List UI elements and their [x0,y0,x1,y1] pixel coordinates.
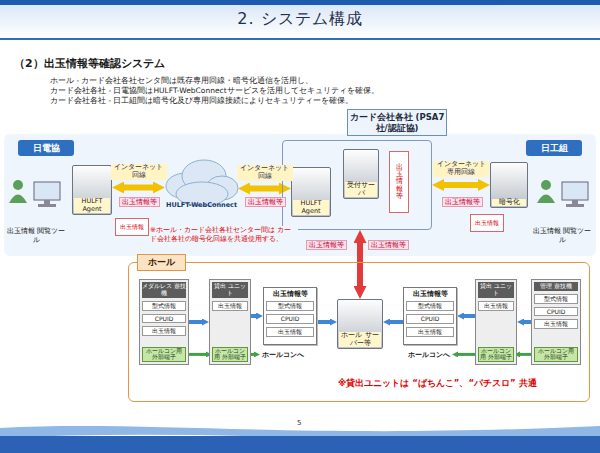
data-tag: 出玉情報等 [245,197,286,207]
node-title: 出玉情報等 [266,290,314,298]
company-box: カード会社各社 (PSA7社/認証協)HULFT Agent受付サーバ出玉情報等 [282,140,432,230]
node-title: 出玉情報 [120,223,144,230]
node-title: 出玉情報 閲覧ツール [532,227,592,244]
node-title: 出玉情報 [475,219,499,226]
note-text: （2）出玉情報等確認システム [14,56,165,71]
footer-bar [0,436,600,453]
node-title: 貸出 ユニット [212,282,248,298]
data-flow-arrow [390,320,403,324]
node-field: ホールコン用 外部端子 [478,347,514,362]
node-field: CPUID [266,314,314,324]
slide-title: 2. システム構成 [0,9,600,30]
node-title: HULFT Agent [74,198,110,213]
data-document: 出玉情報 [470,214,504,232]
viewer-terminal: 出玉情報 閲覧ツール [532,172,592,244]
node-field: 出玉情報 [406,327,454,337]
node-field: CPUID [406,314,454,324]
data-tag: 出玉情報等 [442,197,483,207]
org-tab: 日工組 [526,140,582,156]
data-flow-arrow [189,320,202,324]
lending-unit: 貸出 ユニット出玉情報ホールコン用 外部端子 [475,279,517,365]
node-title: 日工組 [541,142,568,155]
title-rule [0,38,600,40]
data-document: 出玉情報 [115,218,149,236]
node-title: 暗号化 [492,199,526,206]
node-field: 出玉情報 [142,326,186,336]
data-tag: 出玉情報等 [119,197,160,207]
data-flow-arrow [464,314,475,318]
note-text: ホールコンへ [408,350,450,360]
node-field: CPUID [142,314,186,324]
node-field: 出玉情報 [212,301,248,311]
note-text: ホールコンへ [262,350,304,360]
node-field: 出玉情報 [534,319,578,329]
viewer-terminal: 出玉情報 閲覧ツール [6,172,66,244]
node-field: ホールコン用 外部端子 [142,347,186,362]
server: 受付サーバ [343,149,379,199]
top-bar [0,0,600,5]
node-title: 出玉情報等 [406,290,454,298]
node-field: 型式情報 [266,301,314,311]
server: 暗号化 [490,162,528,208]
server: HULFT Agent [72,165,112,215]
data-flow-arrow [250,186,279,192]
user-icon [9,180,60,207]
node-title: メダルレス 遊技機 [142,282,186,298]
data-flow-arrow [251,314,256,318]
node-title: HULFT Agent [293,200,329,215]
node-field: 出玉情報 [478,301,514,311]
note-text: カード会社各社 - 日電協間はHULFT-WebConnectサービスを活用して… [50,86,379,95]
lending-unit: 貸出 ユニット出玉情報ホールコン用 外部端子 [209,279,251,365]
note-text: ※ホール・カード会社各社センター間は カード会社各社の暗号化回線を共通使用する。 [150,226,298,244]
edge-label: インターネット 専用回線 [433,161,489,177]
node-title: 日電協 [33,142,60,155]
hallcon-arrow [186,353,206,356]
node-title: カード会社各社 (PSA7社/認証協) [347,109,447,136]
data-tag: 出玉情報等 [306,240,347,250]
game-machine: メダルレス 遊技機型式情報 CPUID 出玉情報ホールコン用 外部端子 [139,279,189,365]
data-flow-arrow [524,320,531,324]
data-document: 出玉情報等 [389,151,409,213]
server: ホール サーバー等 [337,299,383,349]
data-card: 出玉情報等型式情報 CPUID 出玉情報 [263,287,317,345]
node-field: CPUID [534,307,578,317]
game-machine: 管理 遊技機型式情報 CPUID 出玉情報ホールコン用 外部端子 [531,279,581,365]
note-text: カード会社各社 - 日工組間は暗号化及び専用回線接続によりセキュリティーを確保。 [50,96,353,105]
node-title: ホール サーバー等 [339,332,381,347]
data-flow-arrow [124,185,153,191]
data-flow-arrow [357,243,363,286]
node-field: ホールコン用 外部端子 [534,347,578,362]
note-text: ※貸出ユニットは “ぱちんこ”、“パチスロ” 共通 [338,378,537,390]
data-tag: 出玉情報等 [368,240,409,250]
server: HULFT Agent [291,167,331,217]
node-field: ホールコン用 外部端子 [212,347,248,362]
user-icon [537,180,588,207]
data-card: 出玉情報等型式情報 CPUID 出玉情報 [403,287,457,345]
node-title: 出玉情報等 [396,164,403,200]
node-title: HULFT-WebConnect [165,202,238,210]
network-ground [4,134,596,256]
node-title: 貸出 ユニット [478,282,514,298]
data-flow-arrow [444,182,478,188]
edge-label: インターネット 回線 [111,164,167,180]
node-title: 管理 遊技機 [534,282,578,291]
cloud-symbol [166,160,238,206]
node-title: 出玉情報 閲覧ツール [6,227,66,244]
cloud-service: HULFT-WebConnect [165,158,238,210]
node-field: 型式情報 [406,301,454,311]
org-tab: 日電協 [18,140,74,156]
node-title: ホール [137,254,186,271]
note-text: ホール - カード会社各社センタ間は既存専用回線・暗号化通信を活用し、 [50,76,313,85]
node-field: 型式情報 [142,301,186,311]
note-text: 5 [297,419,301,427]
node-field: 型式情報 [534,294,578,304]
data-flow-arrow [317,320,330,324]
title-band [0,5,600,38]
node-title: 受付サーバ [345,182,377,197]
node-field: 出玉情報 [266,327,314,337]
edge-label: インターネット 回線 [237,165,293,181]
